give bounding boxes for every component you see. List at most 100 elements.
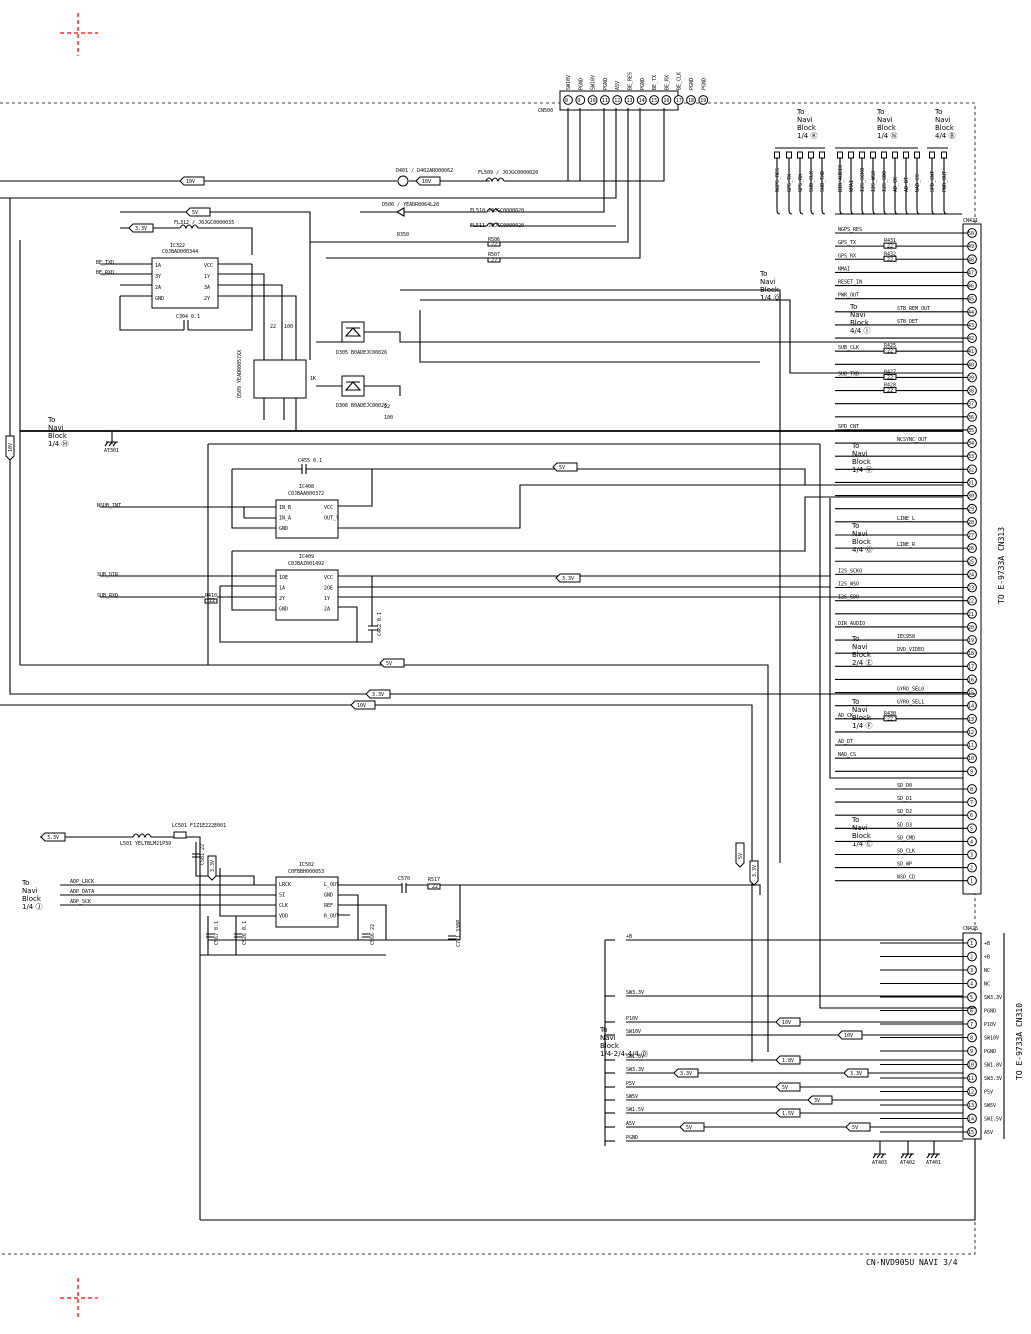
top-bus-label: PWR_OUT — [942, 171, 948, 192]
cn425-pin-signal: NC — [984, 982, 990, 988]
cn421-signal-label: SUB_CLK — [838, 345, 859, 351]
rail-tag — [749, 860, 759, 886]
cn421-pin-number: 11 — [968, 743, 974, 749]
top-bus-wire — [799, 155, 804, 215]
cn425-pin-signal: +B — [984, 941, 990, 947]
rail-tag-label: 10V — [357, 703, 366, 709]
cn421-pin — [967, 797, 977, 807]
cn421-signal-label: NMAI — [838, 266, 850, 272]
cn500-pin — [686, 95, 696, 105]
cn425-pin — [967, 1086, 977, 1097]
cn425-left-label: SW10V — [626, 1029, 641, 1035]
cn421-resistor-value: 22 — [887, 257, 893, 263]
d305-diode: D305 B0ADEJC00026 — [336, 321, 387, 356]
rail-tag — [207, 855, 217, 881]
cn500-connector: CN500 8SW10V9PGND10SW10V11PGND12A5V13BE_… — [538, 72, 709, 114]
cn421-signal-label: GYRO_SEL0 — [897, 687, 924, 693]
cn421-pin-number: 8 — [970, 787, 973, 793]
ic502-ref: IC502 — [299, 862, 314, 868]
cn421-pin — [967, 228, 977, 238]
fl509-filter: FL509 / J0JGC0000020 — [478, 170, 538, 183]
cn500-pin-signal: SW10V — [591, 75, 597, 90]
cn425-ref: CN425 — [963, 926, 978, 932]
cn500-pin-signal: SW10V — [566, 75, 572, 90]
ic408-body — [275, 499, 339, 539]
cn421-signal-label: LINE_L — [897, 516, 915, 522]
cn421-signal-label: GPS_TX — [838, 240, 856, 246]
rail-tag — [735, 842, 745, 868]
cn421-pin — [967, 477, 977, 488]
ic409-right-pin: 1Y — [324, 596, 330, 602]
ic322-input-be-txd: BE_TXD — [96, 260, 114, 266]
cn425-pin — [967, 1113, 977, 1124]
cn421-pin — [967, 608, 977, 619]
cn500-pin-signal: BE_RES — [628, 72, 634, 90]
ground-symbol — [926, 1153, 940, 1159]
top-bus-terminal — [929, 151, 935, 159]
ic409-input-sub-rxd: SUB_RXD — [97, 593, 118, 599]
ic502-right-pin: GND — [324, 893, 333, 899]
cn421-signal-label: SD_D0 — [897, 783, 912, 789]
cn425-pin-signal: A5V — [984, 1130, 993, 1136]
small-resistor-value: 22 — [209, 598, 215, 604]
cn421-pin-number: 18 — [968, 651, 974, 657]
cn421-pin — [967, 622, 977, 632]
cn421-signal-label: GPS_RX — [838, 253, 856, 259]
cn421-signal-label: NAD_CS — [838, 752, 856, 758]
q509-transistor: Q509 YEADR0057XX — [237, 350, 307, 399]
cn421-pin-number: 41 — [968, 349, 974, 355]
cn421-pin — [967, 438, 977, 448]
ic322-right-pin: 3A — [204, 285, 210, 291]
cn421-pin — [967, 293, 977, 304]
top-bus-terminal — [914, 151, 920, 159]
rail-tag-label: 1.8V — [782, 1058, 794, 1064]
cn421-pin — [967, 490, 977, 501]
rail-tag — [775, 1108, 801, 1118]
top-bus-terminal — [870, 151, 876, 159]
ic408-left-pin: IN_A — [279, 516, 291, 522]
cn421-pin-number: 36 — [968, 415, 974, 421]
cn425-pin-number: 9 — [970, 1049, 973, 1055]
cn421-pin — [967, 346, 977, 357]
cn425-pin — [967, 1073, 977, 1083]
cn421-pin-number: 46 — [968, 284, 974, 290]
rail-tag-label: 5V — [686, 1125, 692, 1131]
rail-tag — [775, 1055, 801, 1065]
cn421-pin — [967, 700, 977, 711]
rail-tag-label: 3.3V — [135, 226, 147, 232]
ic502-right-pin: REF — [324, 903, 333, 909]
sheet-border — [0, 102, 976, 1255]
small-resistor-value: 100 — [384, 415, 393, 421]
fl312-filter: FL312 / J0JGC0000035 — [174, 220, 234, 230]
cn425-pin-signal: PGND — [984, 1049, 996, 1055]
navi-block-ref-line: 1/4 Ⓚ — [797, 132, 818, 140]
top-bus-terminal — [892, 151, 898, 159]
cn421-signal-label: SD_D1 — [897, 796, 912, 802]
cn500-pin-signal: BE_CLK — [677, 72, 683, 90]
cn421-pin — [967, 849, 977, 860]
cn421-pin — [967, 753, 977, 764]
bottom-capacitor-label: C501 22 — [200, 844, 206, 865]
cn421-pin — [967, 320, 977, 330]
cn425-left-label: SW3.3V — [626, 990, 644, 996]
ic322-left-pin: 2A — [155, 285, 161, 291]
ic502-right-pin: R_OUT — [324, 914, 339, 920]
cn421-resistor-ref: R427 — [884, 369, 896, 375]
navi-block-ref-line: Navi — [935, 116, 951, 124]
cn500-pin-number: 17 — [676, 98, 682, 104]
cn421-signal-label: SPD_CNT — [838, 424, 859, 430]
cn421-pin — [967, 784, 977, 794]
ic322-right-pin: 1Y — [204, 274, 210, 280]
cn421-signal-label: I2S_WSO — [838, 582, 859, 588]
top-bus-label: I2S_SDO — [882, 171, 888, 192]
ic322-left-pin: GND — [155, 296, 164, 302]
navi-block-ref-line: 1/4 Ⓙ — [22, 903, 43, 911]
cn500-pin-number: 13 — [627, 98, 633, 104]
ic409-body — [275, 569, 339, 621]
cn421-pin-number: 14 — [968, 704, 974, 710]
rail-tag-label: 5V — [782, 1085, 788, 1091]
